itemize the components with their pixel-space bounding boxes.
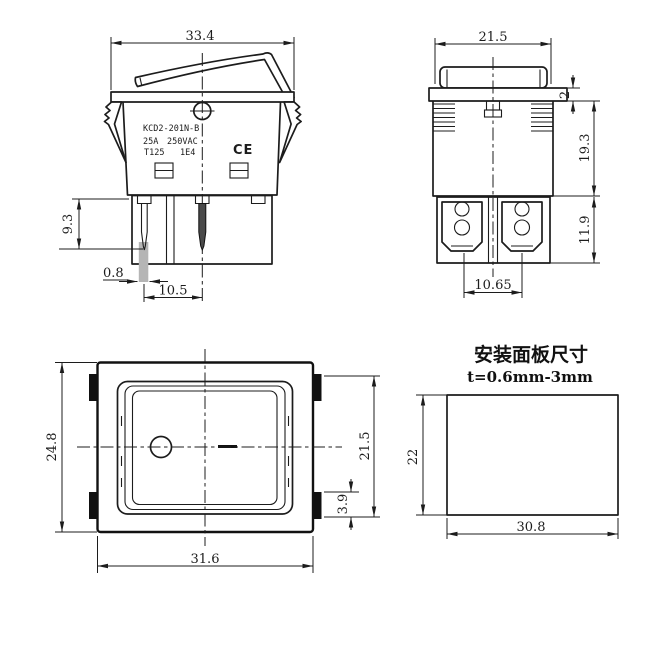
cutout-width-value: 30.8 bbox=[517, 520, 546, 535]
pin-highlight bbox=[138, 242, 149, 282]
terminal-housing-side bbox=[436, 196, 551, 264]
side-width-value: 21.5 bbox=[479, 30, 508, 45]
ce-mark: CE bbox=[233, 143, 253, 158]
terminal-block-left bbox=[441, 201, 483, 252]
front-dim-pin-spacing: 10.5 bbox=[143, 284, 203, 302]
cutout-dim-width: 30.8 bbox=[446, 518, 619, 539]
front-dim-width: 33.4 bbox=[110, 29, 295, 90]
terminal-housing-front bbox=[131, 194, 273, 265]
front-dim-pin-length: 9.3 bbox=[59, 198, 143, 250]
rating-voltage-label: 250VAC bbox=[167, 137, 198, 147]
mounting-tabs bbox=[89, 374, 322, 519]
frame-edge-ticks bbox=[120, 416, 290, 487]
top-height-value: 24.8 bbox=[45, 433, 60, 462]
cutout-height-value: 22 bbox=[406, 449, 421, 466]
front-view: 33.4 KCD2-201N-B 25A 250VAC T125 1E4 CE bbox=[59, 29, 302, 302]
rating-current-label: 25A bbox=[143, 137, 158, 147]
pin-center bbox=[198, 203, 207, 252]
side-dim-flange: 2 bbox=[553, 75, 600, 114]
panel-cutout-title: 安装面板尺寸 bbox=[474, 343, 588, 366]
housing-notches bbox=[136, 195, 266, 205]
panel-thickness-note: t=0.6mm-3mm bbox=[467, 368, 593, 386]
pin-left bbox=[140, 202, 148, 251]
side-view: 21.5 2 19.3 bbox=[428, 30, 600, 298]
spring-clip-left bbox=[103, 101, 127, 164]
side-flange-value: 2 bbox=[558, 91, 573, 99]
top-width-value: 31.6 bbox=[191, 552, 220, 567]
side-body-height-value: 19.3 bbox=[578, 134, 593, 163]
top-dim-width: 31.6 bbox=[97, 536, 314, 573]
front-pin-width-value: 0.8 bbox=[103, 266, 124, 281]
top-dim-tab: 3.9 bbox=[324, 479, 359, 530]
terminal-block-right bbox=[501, 201, 543, 252]
housing-center-walls bbox=[487, 197, 499, 263]
terminal-window-left bbox=[154, 162, 174, 179]
switch-body-side bbox=[432, 101, 554, 197]
rocker-top-bends bbox=[446, 69, 541, 88]
cutout-rect bbox=[446, 394, 619, 516]
front-dim-pin-width: 0.8 bbox=[103, 266, 168, 284]
front-pin-spacing-value: 10.5 bbox=[159, 284, 188, 299]
housing-dividers bbox=[165, 195, 175, 264]
top-view: 24.8 31.6 21.5 3.9 bbox=[45, 349, 380, 573]
side-terminal-height-value: 11.9 bbox=[578, 216, 593, 245]
side-terminal-spacing-value: 10.65 bbox=[474, 278, 511, 293]
top-tab-value: 3.9 bbox=[336, 494, 351, 515]
body-ribs bbox=[433, 103, 553, 132]
side-dim-terminal-height: 11.9 bbox=[550, 197, 600, 264]
mounting-flange-side bbox=[428, 87, 568, 102]
cycle-rating-label: 1E4 bbox=[180, 148, 195, 158]
front-width-value: 33.4 bbox=[186, 29, 215, 44]
spring-clip-right bbox=[278, 101, 302, 164]
cutout-dim-height: 22 bbox=[406, 394, 447, 516]
side-dim-terminal-spacing: 10.65 bbox=[463, 253, 523, 298]
side-dim-width: 21.5 bbox=[434, 30, 552, 84]
model-label: KCD2-201N-B bbox=[143, 124, 199, 134]
panel-cutout: 安装面板尺寸 t=0.6mm-3mm 22 30.8 bbox=[406, 343, 619, 539]
top-dim-height: 24.8 bbox=[45, 362, 97, 533]
terminal-window-right bbox=[229, 162, 249, 179]
front-pin-length-value: 9.3 bbox=[61, 214, 76, 235]
rocker-cap-line bbox=[139, 77, 143, 86]
side-dim-body-height: 19.3 bbox=[553, 101, 600, 197]
temp-rating-label: T125 bbox=[144, 148, 164, 158]
top-dim-opening: 21.5 bbox=[324, 375, 380, 518]
top-opening-value: 21.5 bbox=[358, 432, 373, 461]
